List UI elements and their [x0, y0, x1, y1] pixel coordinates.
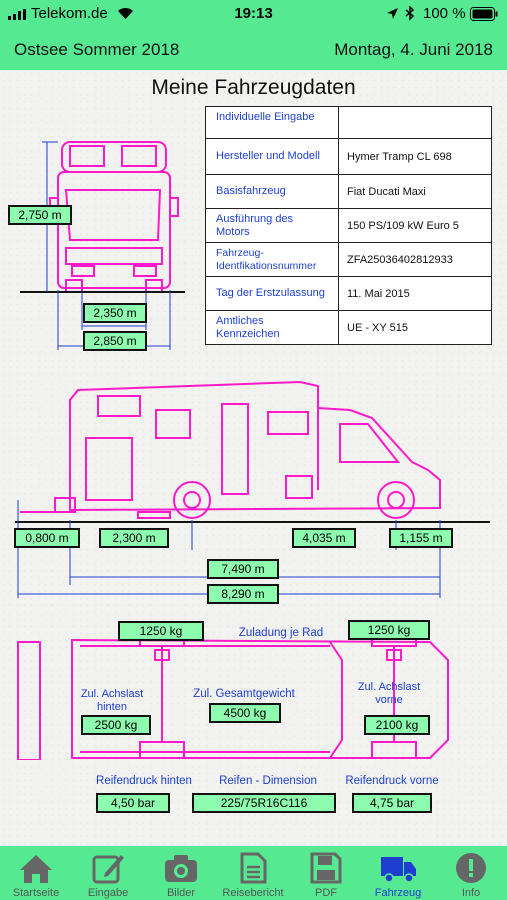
row-label: Ausführung des Motors — [205, 208, 339, 243]
save-icon — [310, 852, 342, 884]
axle-load-front-value: 2100 kg — [364, 715, 430, 735]
carrier-name: Telekom.de — [31, 5, 108, 22]
camera-icon — [165, 855, 197, 882]
tire-dimension-value: 225/75R16C116 — [192, 793, 336, 813]
tab-bilder[interactable]: Bilder — [145, 846, 217, 900]
title-bar: Ostsee Sommer 2018 Montag, 4. Juni 2018 — [0, 28, 507, 70]
top-view-drawing — [17, 629, 449, 760]
front-overhang-value: 1,155 m — [389, 528, 453, 548]
gross-weight-label: Zul. Gesamtgewicht — [193, 688, 295, 700]
battery-level: 100 % — [423, 5, 466, 22]
trip-name: Ostsee Sommer 2018 — [14, 40, 180, 59]
tire-dimension-label: Reifen - Dimension — [219, 775, 317, 787]
row-label: Fahrzeug-Identfikationsnummer — [205, 242, 339, 277]
wheel-load-label: Zuladung je Rad — [238, 627, 324, 639]
tab-bar: Startseite Eingabe Bilder Reisebericht — [0, 846, 507, 900]
table-row[interactable]: Fahrzeug-Identfikationsnummer ZFA2503640… — [205, 242, 492, 277]
axle-load-rear-label: Zul. Achslast hinten — [80, 688, 144, 713]
table-header-row: Individuelle Eingabe — [205, 106, 492, 139]
wheelbase-value: 4,035 m — [292, 528, 356, 548]
total-width-value: 2,850 m — [83, 331, 147, 351]
track-width-value: 2,350 m — [83, 303, 147, 323]
signal-icon — [8, 9, 26, 20]
tab-eingabe[interactable]: Eingabe — [72, 846, 144, 900]
table-row[interactable]: Amtliches Kennzeichen UE - XY 515 — [205, 310, 492, 345]
row-label: Amtliches Kennzeichen — [205, 310, 339, 345]
row-value[interactable]: Fiat Ducati Maxi — [338, 174, 492, 209]
vehicle-info-table: Individuelle Eingabe Hersteller und Mode… — [205, 106, 492, 345]
tab-pdf[interactable]: PDF — [290, 846, 362, 900]
location-icon — [387, 8, 398, 19]
tab-startseite[interactable]: Startseite — [0, 846, 72, 900]
row-value[interactable]: ZFA25036402812933 — [338, 242, 492, 277]
tab-label: Fahrzeug — [374, 887, 422, 899]
table-row[interactable]: Ausführung des Motors 150 PS/109 kW Euro… — [205, 208, 492, 243]
rear-axle-distance-value: 2,300 m — [99, 528, 169, 548]
wheel-load-rear-value: 1250 kg — [118, 621, 204, 641]
tab-label: Startseite — [12, 887, 60, 899]
table-row[interactable]: Tag der Erstzulassung 11. Mai 2015 — [205, 276, 492, 311]
row-label: Basisfahrzeug — [205, 174, 339, 209]
wifi-icon — [118, 8, 133, 19]
document-icon — [240, 852, 267, 884]
page-title: Meine Fahrzeugdaten — [151, 76, 356, 99]
table-row[interactable]: Hersteller und Modell Hymer Tramp CL 698 — [205, 138, 492, 175]
clock: 19:13 — [234, 5, 273, 22]
front-view-drawing — [20, 141, 185, 350]
tab-label: Reisebericht — [222, 887, 284, 899]
tab-label: Info — [461, 887, 481, 899]
status-bar: Telekom.de 19:13 100 % — [0, 0, 507, 28]
tab-label: PDF — [315, 887, 337, 899]
row-label: Hersteller und Modell — [205, 138, 339, 175]
tab-label: Eingabe — [87, 887, 129, 899]
tire-pressure-front-label: Reifendruck vorne — [345, 775, 439, 787]
info-icon — [456, 853, 486, 883]
tab-reisebericht[interactable]: Reisebericht — [217, 846, 289, 900]
axle-load-front-label: Zul. Achslast vorne — [357, 681, 421, 706]
height-value: 2,750 m — [8, 205, 72, 225]
home-icon — [20, 855, 52, 883]
row-value[interactable]: Hymer Tramp CL 698 — [338, 138, 492, 175]
edit-icon — [92, 855, 124, 884]
row-label: Tag der Erstzulassung — [205, 276, 339, 311]
tire-pressure-front-value: 4,75 bar — [352, 793, 432, 813]
battery-icon — [470, 7, 498, 21]
total-length-value: 8,290 m — [207, 584, 279, 604]
tire-pressure-rear-value: 4,50 bar — [96, 793, 170, 813]
tab-info[interactable]: Info — [435, 846, 507, 900]
tab-label: Bilder — [166, 887, 196, 899]
body-length-value: 7,490 m — [207, 559, 279, 579]
axle-load-rear-value: 2500 kg — [81, 715, 151, 735]
tire-pressure-rear-label: Reifendruck hinten — [96, 775, 192, 787]
wheel-load-front-value: 1250 kg — [348, 620, 430, 640]
bluetooth-icon — [405, 6, 415, 21]
row-value[interactable]: 11. Mai 2015 — [338, 276, 492, 311]
side-view-drawing — [15, 380, 490, 598]
trip-date: Montag, 4. Juni 2018 — [334, 40, 493, 59]
truck-icon — [381, 857, 416, 883]
gross-weight-value: 4500 kg — [209, 703, 281, 723]
table-row[interactable]: Basisfahrzeug Fiat Ducati Maxi — [205, 174, 492, 209]
table-header-cell: Individuelle Eingabe — [205, 106, 339, 139]
row-value[interactable]: UE - XY 515 — [338, 310, 492, 345]
rear-overhang-value: 0,800 m — [14, 528, 80, 548]
tab-fahrzeug[interactable]: Fahrzeug — [362, 846, 434, 900]
table-header-empty — [338, 106, 492, 139]
row-value[interactable]: 150 PS/109 kW Euro 5 — [338, 208, 492, 243]
